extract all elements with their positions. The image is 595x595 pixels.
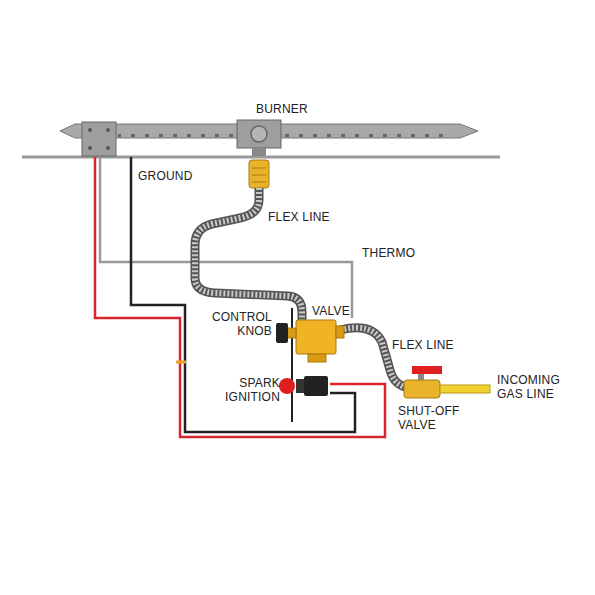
- part-label: VALVE: [312, 304, 350, 318]
- part-label: THERMO: [362, 246, 415, 260]
- part-label: BURNER: [256, 102, 308, 116]
- part-label: FLEX LINE: [268, 210, 330, 224]
- part-label: SPARK IGNITION: [206, 376, 280, 404]
- part-label: SHUT-OFF VALVE: [398, 404, 468, 432]
- part-label: FLEX LINE: [392, 338, 454, 352]
- part-label: CONTROL KNOB: [196, 310, 272, 338]
- part-label: INCOMING GAS LINE: [497, 373, 587, 401]
- part-label: GROUND: [138, 169, 193, 183]
